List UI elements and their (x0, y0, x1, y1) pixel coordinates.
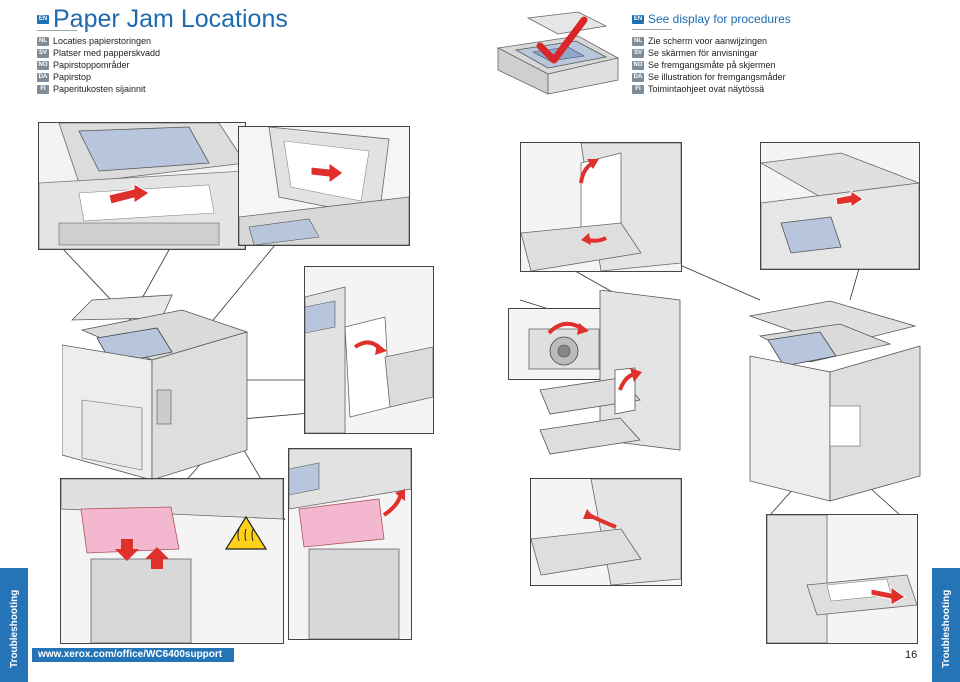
display-title-row: EN See display for procedures (632, 12, 791, 26)
lang-row-sv: SV Platser med papperskvadd (37, 47, 160, 59)
lang-badge: FI (37, 84, 49, 94)
lang-badge: SV (632, 48, 644, 58)
lang-text: Se fremgangsmåte på skjermen (648, 60, 776, 70)
lang-badge: DA (37, 72, 49, 82)
lang-row-fi: FI Toimintaohjeet ovat näytössä (632, 83, 764, 95)
illustration-fuser-open (288, 448, 412, 640)
illustration-printer-main-left (62, 290, 252, 490)
side-tab-left: Troubleshooting (0, 568, 28, 682)
lang-text: Papirstoppområder (53, 60, 130, 70)
lang-text: Platser med papperskvadd (53, 48, 161, 58)
lang-text: Paperitukosten sijainnit (53, 84, 146, 94)
illustration-finisher-lower (530, 478, 682, 586)
lang-row-no: NO Se fremgangsmåte på skjermen (632, 59, 776, 71)
lang-row-nl: NL Locaties papierstoringen (37, 35, 151, 47)
lang-row-da: DA Se illustration for fremgangsmåder (632, 71, 786, 83)
side-tab-right: Troubleshooting (932, 568, 960, 682)
illustration-finisher-top (520, 142, 682, 272)
display-title: See display for procedures (648, 12, 791, 26)
divider (632, 29, 672, 30)
lang-badge: EN (37, 14, 49, 24)
illustration-fuser-area (60, 478, 284, 644)
side-tab-label: Troubleshooting (9, 589, 20, 668)
lang-row-nl: NL Zie scherm voor aanwijzingen (632, 35, 767, 47)
lang-row-no: NO Papirstoppområder (37, 59, 130, 71)
lang-row-da: DA Papirstop (37, 71, 91, 83)
lang-badge: FI (632, 84, 644, 94)
illustration-doc-feeder-right (760, 142, 920, 270)
lang-text: Se skärmen för anvisningar (648, 48, 758, 58)
lang-text: Toimintaohjeet ovat näytössä (648, 84, 765, 94)
lang-badge: NO (37, 60, 49, 70)
side-tab-label: Troubleshooting (941, 589, 952, 668)
lang-badge: NL (632, 36, 644, 46)
support-url-link[interactable]: www.xerox.com/office/WC6400support (32, 648, 234, 662)
illustration-document-handler (38, 122, 246, 250)
lang-text: Locaties papierstoringen (53, 36, 152, 46)
divider (37, 30, 77, 31)
illustration-bypass-tray (766, 514, 918, 644)
lang-badge: NL (37, 36, 49, 46)
lang-text: Papirstop (53, 72, 92, 82)
illustration-printer-main-right (740, 296, 922, 506)
lang-text: Zie scherm voor aanwijzingen (648, 36, 768, 46)
lang-row-sv: SV Se skärmen för anvisningar (632, 47, 758, 59)
lang-row-fi: FI Paperitukosten sijainnit (37, 83, 146, 95)
page-title: Paper Jam Locations (53, 4, 288, 33)
lang-badge: NO (632, 60, 644, 70)
illustration-document-glass (238, 126, 410, 246)
illustration-side-door (304, 266, 434, 434)
lang-badge: EN (632, 14, 644, 24)
illustration-finisher-unit (520, 290, 690, 460)
page-number: 16 (905, 649, 918, 661)
illustration-roller-knob (508, 308, 608, 380)
lang-text: Se illustration for fremgangsmåder (648, 72, 786, 82)
lang-badge: DA (632, 72, 644, 82)
lang-badge: SV (37, 48, 49, 58)
display-illustration (488, 8, 623, 98)
title-row: EN Paper Jam Locations (37, 5, 288, 33)
